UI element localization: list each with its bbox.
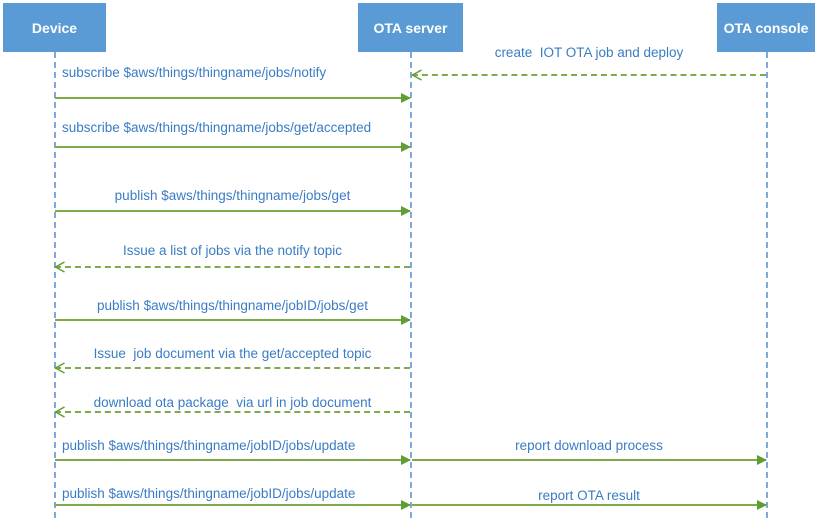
open-arrowhead-icon xyxy=(54,261,65,273)
arrowhead-icon xyxy=(401,93,411,103)
open-arrowhead-icon xyxy=(54,406,65,418)
lifeline-device xyxy=(54,52,56,518)
msg-subscribe-notify-label: subscribe $aws/things/thingname/jobs/not… xyxy=(62,65,327,80)
arrowhead-icon xyxy=(757,500,767,510)
msg-create-job-arrow xyxy=(411,69,766,81)
lifeline-ota-console xyxy=(766,52,768,518)
arrowhead-icon xyxy=(401,142,411,152)
actor-ota-server: OTA server xyxy=(358,3,463,52)
msg-issue-job-document-arrow xyxy=(54,362,410,374)
msg-publish-jobid-get-arrow xyxy=(55,315,411,325)
actor-device-label: Device xyxy=(31,19,78,36)
msg-issue-job-list-label: Issue a list of jobs via the notify topi… xyxy=(122,243,343,258)
msg-download-package-label: download ota package via url in job docu… xyxy=(93,395,372,410)
msg-publish-update-2-arrow xyxy=(55,500,411,510)
arrowhead-icon xyxy=(401,206,411,216)
actor-ota-console-label: OTA console xyxy=(723,19,809,36)
msg-download-package-arrow xyxy=(54,406,410,418)
msg-publish-get-arrow xyxy=(55,206,411,216)
arrowhead-icon xyxy=(401,455,411,465)
actor-device: Device xyxy=(3,3,106,52)
lifeline-ota-server xyxy=(410,52,412,518)
msg-publish-get-label: publish $aws/things/thingname/jobs/get xyxy=(114,188,351,203)
msg-report-result-label: report OTA result xyxy=(538,488,640,503)
msg-publish-jobid-get-label: publish $aws/things/thingname/jobID/jobs… xyxy=(97,298,368,313)
msg-issue-job-document-label: Issue job document via the get/accepted … xyxy=(93,346,372,361)
msg-subscribe-accepted-arrow xyxy=(55,142,411,152)
msg-issue-job-list-arrow xyxy=(54,261,410,273)
actor-ota-server-label: OTA server xyxy=(373,19,448,36)
open-arrowhead-icon xyxy=(411,69,422,81)
open-arrowhead-icon xyxy=(54,362,65,374)
msg-publish-update-1-arrow xyxy=(55,455,411,465)
arrowhead-icon xyxy=(401,500,411,510)
msg-subscribe-notify-arrow xyxy=(55,93,411,103)
msg-publish-update-1-label: publish $aws/things/thingname/jobID/jobs… xyxy=(62,438,356,453)
msg-report-download-arrow xyxy=(412,455,767,465)
msg-subscribe-accepted-label: subscribe $aws/things/thingname/jobs/get… xyxy=(62,120,372,135)
actor-ota-console: OTA console xyxy=(717,3,815,52)
msg-report-download-label: report download process xyxy=(515,438,663,453)
msg-create-job-label: create IOT OTA job and deploy xyxy=(494,45,684,60)
arrowhead-icon xyxy=(757,455,767,465)
msg-publish-update-2-label: publish $aws/things/thingname/jobID/jobs… xyxy=(62,486,356,501)
msg-report-result-arrow xyxy=(412,500,767,510)
arrowhead-icon xyxy=(401,315,411,325)
